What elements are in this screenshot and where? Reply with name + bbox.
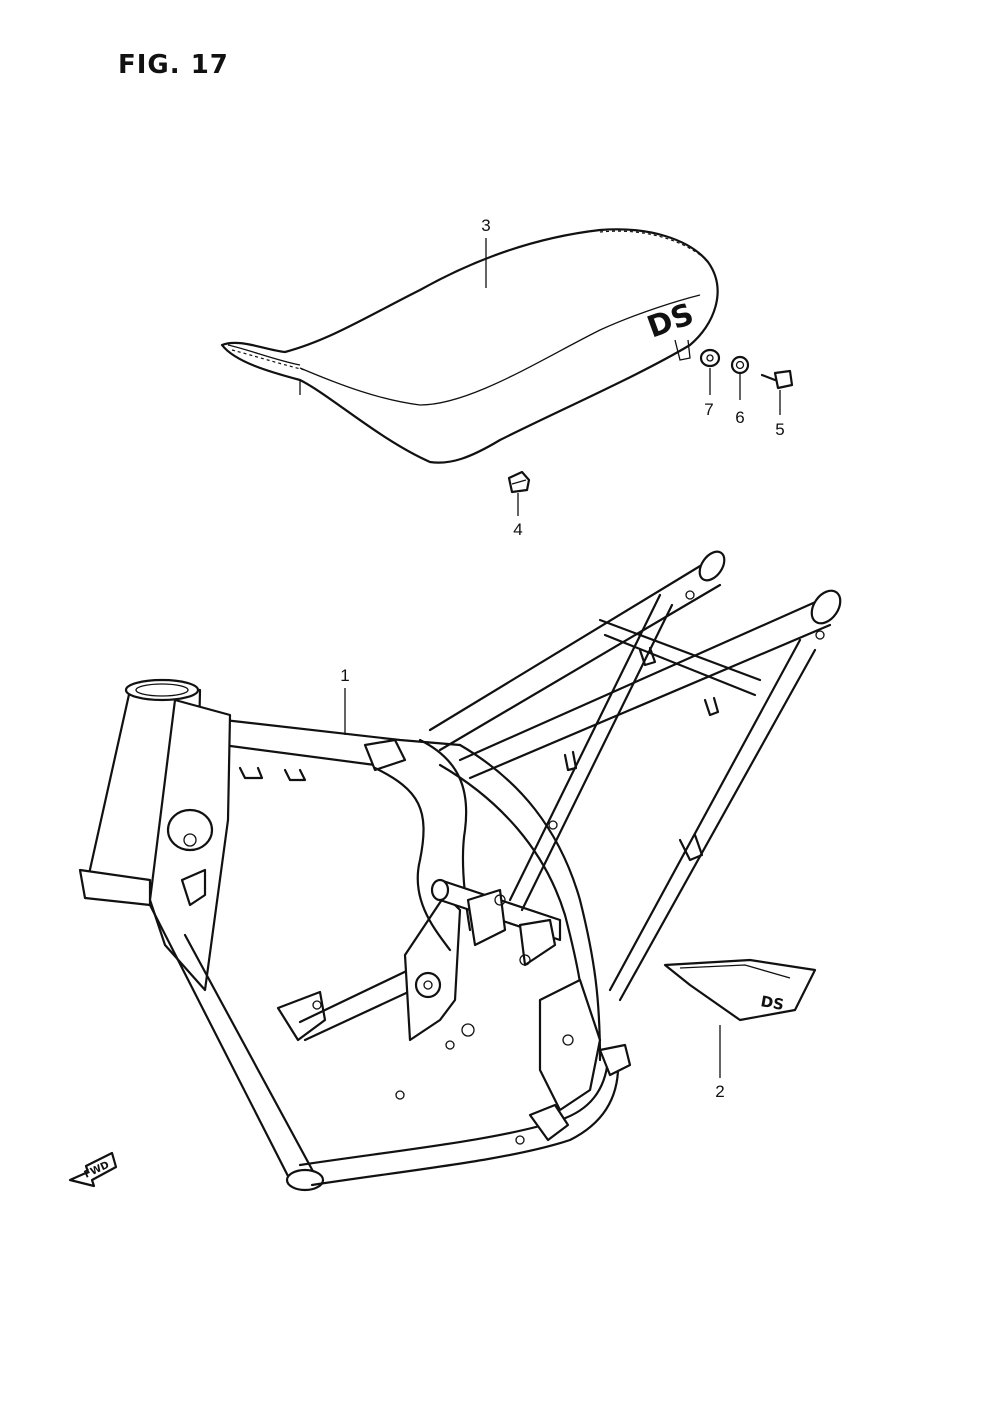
- nut-6: [730, 355, 750, 375]
- callout-6: 6: [735, 408, 745, 427]
- fwd-arrow-icon: FWD: [68, 1151, 118, 1188]
- callout-1: 1: [340, 666, 350, 685]
- guard: DS: [663, 958, 817, 1022]
- callout-4: 4: [513, 520, 523, 539]
- bolt-5: [760, 369, 794, 390]
- cushion-4: [507, 470, 531, 494]
- callout-5: 5: [775, 420, 785, 439]
- leader-lines: [344, 238, 781, 1078]
- figure-title: FIG. 17: [118, 50, 229, 80]
- frame: [78, 550, 842, 1192]
- guard-logo: DS: [759, 992, 785, 1014]
- callout-7: 7: [704, 400, 714, 419]
- callout-3: 3: [481, 216, 491, 235]
- callout-2: 2: [715, 1082, 725, 1101]
- washer-7: [699, 348, 721, 368]
- seat: DS: [220, 228, 719, 464]
